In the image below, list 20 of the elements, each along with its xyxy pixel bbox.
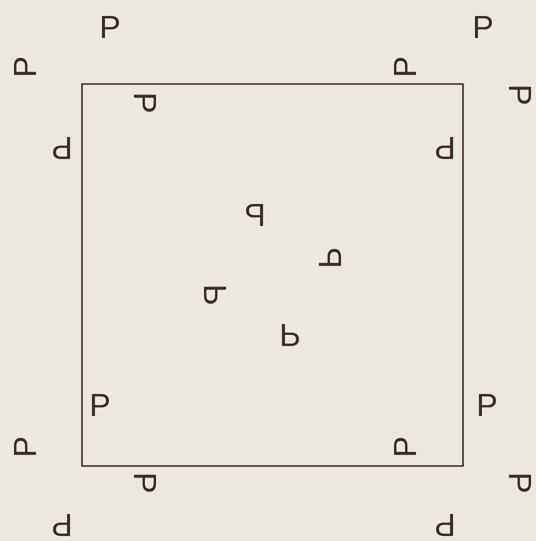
rotated-letter: P [14, 58, 36, 75]
rotated-letter: P [102, 16, 119, 38]
rotated-letter: P [319, 248, 341, 266]
rotated-letter: P [394, 58, 416, 75]
rotated-letter: P [282, 324, 299, 346]
rotated-letter: P [246, 204, 264, 226]
rotated-letter: P [92, 394, 109, 416]
rotated-letter: P [53, 514, 70, 536]
rotated-letter: P [509, 86, 531, 104]
rotated-letter: P [204, 286, 226, 304]
rotated-letter: P [53, 137, 70, 159]
rotated-letter: P [478, 394, 496, 416]
rotated-letter: P [134, 94, 156, 112]
rotated-letter: P [474, 16, 492, 38]
rotated-letter: P [509, 474, 531, 492]
rotated-letter: P [394, 438, 416, 455]
rotated-letter: P [134, 474, 156, 492]
rotated-letter: P [436, 137, 454, 159]
rotated-letter: P [14, 438, 36, 455]
rotated-letter: P [436, 514, 454, 536]
